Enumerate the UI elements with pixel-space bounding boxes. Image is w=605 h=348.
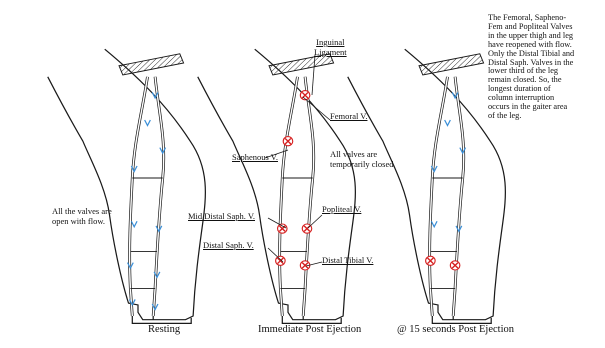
distal-saph-label: Distal Saph. V. [203,241,254,251]
caption-fifteen-seconds: @ 15 seconds Post Ejection [397,324,514,335]
popliteal-vein-label: Popliteal V. [322,205,361,215]
resting-note: All the valves are open with flow. [52,207,112,226]
resting-leg [48,49,206,323]
caption-resting: Resting [148,324,180,335]
mid-distal-saph-label: Mid Distal Saph. V. [188,212,255,222]
femoral-vein-label: Femoral V. [330,112,367,122]
immediate-leg [198,49,356,323]
fifteen-sec-note: The Femoral, Sapheno- Fem and Popliteal … [488,14,574,121]
distal-tibial-label: Distal Tibial V. [322,256,373,266]
caption-immediate: Immediate Post Ejection [258,324,361,335]
inguinal-ligament-label: Inguinal Ligament [314,38,347,57]
saphenous-vein-label: Saphenous V. [232,153,278,163]
fifteen-sec-leg [348,49,506,323]
closed-note: All valves are temporarily closed [330,150,394,169]
